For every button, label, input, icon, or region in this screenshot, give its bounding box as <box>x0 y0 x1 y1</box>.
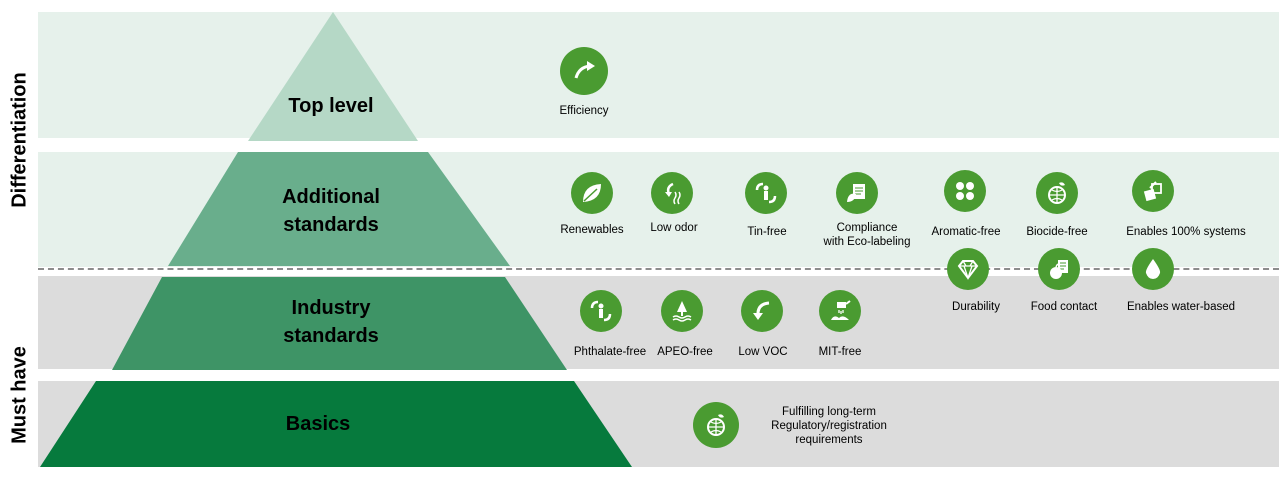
tier-additional-shape <box>168 152 510 266</box>
tier-label-additional-line1: Additional <box>282 186 380 208</box>
tier-top-shape <box>248 12 418 141</box>
icon-label-compliance-line2: with Eco-labeling <box>823 236 911 248</box>
icon-label-tin-free: Tin-free <box>747 226 787 238</box>
apple-document-icon <box>1038 248 1080 290</box>
icon-label-phthalate-free: Phthalate-free <box>573 346 647 358</box>
leaf-icon <box>571 172 613 214</box>
water-drop-icon <box>1132 248 1174 290</box>
icon-label-efficiency: Efficiency <box>559 105 609 117</box>
arrow-up-right-icon <box>560 47 608 95</box>
aromatic-ring-icon <box>944 170 986 212</box>
tier-label-industry-line1: Industry <box>291 297 371 319</box>
watering-can-icon <box>819 290 861 332</box>
icon-label-basics-line2: Regulatory/registration <box>771 420 887 432</box>
tier-label-additional: Additional standards <box>282 183 380 239</box>
person-hands-icon <box>580 290 622 332</box>
icon-label-apeo-free: APEO-free <box>657 346 713 358</box>
box-arrow-icon <box>1132 170 1174 212</box>
icon-label-compliance-line1: Compliance <box>836 222 898 234</box>
band-top-level <box>38 12 1279 138</box>
tier-basics-shape <box>40 381 632 467</box>
icon-label-basics: Fulfilling long-term Regulatory/registra… <box>771 405 887 447</box>
tier-label-basics: Basics <box>285 413 351 435</box>
icon-label-mit-free: MIT-free <box>818 346 862 358</box>
icon-label-basics-line1: Fulfilling long-term <box>782 406 876 418</box>
tier-label-industry-line2: standards <box>283 325 379 347</box>
tier-label-industry: Industry standards <box>283 294 379 350</box>
icon-label-renewables: Renewables <box>560 224 624 236</box>
icon-label-compliance: Compliance with Eco-labeling <box>824 221 911 249</box>
icon-label-low-odor: Low odor <box>650 222 698 234</box>
globe-leaf-icon <box>1036 172 1078 214</box>
dashed-divider <box>38 268 1279 270</box>
icon-label-aromatic-free: Aromatic-free <box>931 226 1001 238</box>
odor-waves-icon <box>651 172 693 214</box>
tier-label-top: Top level <box>288 95 374 117</box>
document-leaf-icon <box>836 172 878 214</box>
tier-label-additional-line2: standards <box>283 214 379 236</box>
globe-leaf-icon <box>693 402 739 448</box>
icon-label-enables-100: Enables 100% systems <box>1126 226 1246 238</box>
tier-industry-shape <box>112 277 567 370</box>
icon-label-water-based: Enables water-based <box>1126 301 1236 313</box>
icon-label-biocide-free: Biocide-free <box>1026 226 1088 238</box>
icon-label-food-contact: Food contact <box>1030 301 1098 313</box>
icon-label-basics-line3: requirements <box>795 434 863 446</box>
icon-label-durability: Durability <box>952 301 1000 313</box>
tree-water-icon <box>661 290 703 332</box>
person-hands-icon <box>745 172 787 214</box>
arrow-down-icon <box>741 290 783 332</box>
pyramid <box>40 12 632 467</box>
icon-label-low-voc: Low VOC <box>738 346 788 358</box>
diamond-icon <box>947 248 989 290</box>
